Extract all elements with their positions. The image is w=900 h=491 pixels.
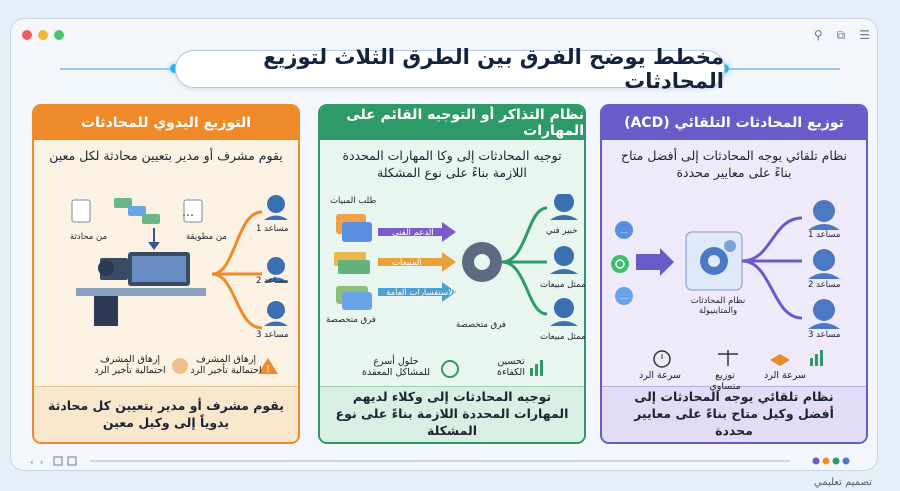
document-icon xyxy=(71,199,203,223)
manual-issue-2: إرهاق المشرف احتمالية تأخير الرد xyxy=(190,354,262,377)
column-skills: نظام التذاكر أو التوجيه القائم على المها… xyxy=(318,104,586,444)
agent-headset-icon xyxy=(264,195,288,326)
title-glow-left xyxy=(170,64,179,73)
manual-agent-2: مساعد 2 xyxy=(256,276,289,286)
skills-request-label: طلب المبيات xyxy=(330,196,377,206)
column-description-manual: يقوم مشرف أو مدير بتعيين محادثة لكل معين xyxy=(49,148,283,163)
skills-agent-1: خبير فني xyxy=(546,226,578,236)
skills-left-label: فرق متخصصة xyxy=(326,315,376,325)
column-footer-acd: نظام تلقائي يوجه المحادثات إلى أفضل وكيل… xyxy=(602,386,866,442)
close-dot[interactable] xyxy=(22,30,32,40)
minimize-dot[interactable] xyxy=(38,30,48,40)
skills-benefit-icons xyxy=(441,360,543,378)
warning-icon: ! xyxy=(258,358,278,375)
chat-bubble-icon: … xyxy=(615,221,633,239)
gear-system-icon xyxy=(685,231,743,291)
acd-agent-1: مساعد 1 xyxy=(808,230,841,240)
acd-benefit-2: توزيع متساوي xyxy=(709,370,741,393)
acd-agent-icon xyxy=(808,200,840,329)
acd-benefit-1: سرعة الرد xyxy=(639,370,681,381)
column-header-skills: نظام التذاكر أو التوجيه القائم على المها… xyxy=(320,106,584,140)
copy-icon[interactable]: ⧉ xyxy=(836,28,846,42)
acd-diagram: … … xyxy=(611,200,840,329)
skills-category-3: الاستفسارات العامة xyxy=(386,288,456,298)
window-controls xyxy=(22,30,64,40)
chat-cards-icon: … xyxy=(114,198,194,224)
skills-category-2: المبيعات xyxy=(392,258,422,268)
credit-text: تصميم تعليمي xyxy=(813,477,872,488)
page-title: مخطط يوضح الفرق بين الطرق الثلاث لتوزيع … xyxy=(263,45,724,93)
column-header-manual: التوزيع اليدوي للمحادثات xyxy=(34,106,298,140)
skills-diagram xyxy=(334,194,578,326)
manual-diagram: … xyxy=(71,195,288,330)
toolbar-icons: ⚲ ⧉ ☰ xyxy=(814,28,870,43)
manual-queue-label-2: من مطويقة xyxy=(186,232,227,242)
manual-issue-1: إرهاق المشرف احتمالية تأخير الرد xyxy=(94,354,166,377)
chart-up-icon xyxy=(810,350,823,366)
skills-category-1: الدعم الفني xyxy=(392,228,434,238)
input-arrows xyxy=(636,248,674,276)
manual-agent-3: مساعد 3 xyxy=(256,330,289,340)
supervisor-desk-icon xyxy=(76,252,206,326)
acd-agent-3: مساعد 3 xyxy=(808,330,841,340)
column-footer-skills: توجيه المحادثات إلى وكلاء لديهم المهارات… xyxy=(320,386,584,442)
svg-text:!: ! xyxy=(266,364,270,375)
color-dots xyxy=(812,457,850,465)
nav-arrows: ‹› xyxy=(30,456,77,468)
manual-routes xyxy=(211,210,263,330)
category-arrows xyxy=(378,222,456,302)
svg-text:‹: ‹ xyxy=(30,458,34,468)
scale-icon xyxy=(718,350,738,366)
acd-agent-2: مساعد 2 xyxy=(808,280,841,290)
svg-text:…: … xyxy=(182,205,194,219)
manual-queue-label-1: من محادثة xyxy=(70,232,108,242)
queue-arrow xyxy=(148,228,160,250)
title-line-right xyxy=(722,68,840,70)
column-footer-manual: يقوم مشرف أو مدير بتعيين كل محادثة يدويا… xyxy=(34,386,298,442)
skills-agent-3: ممثل مبيعات xyxy=(540,332,586,342)
acd-benefit-icons xyxy=(653,350,823,368)
message-icon: … xyxy=(615,287,633,305)
skills-benefit-1: حلول أسرع للمشاكل المعقدة xyxy=(361,356,431,379)
column-description-skills: توجيه المحادثات إلى وكا المهارات المحددة… xyxy=(342,148,562,180)
title-pill: مخطط يوضح الفرق بين الطرق الثلاث لتوزيع … xyxy=(175,45,725,93)
growth-chart-icon xyxy=(530,360,543,376)
menu-icon[interactable]: ☰ xyxy=(859,28,870,42)
svg-text:…: … xyxy=(620,226,628,235)
acd-system-label: نظام المحادثات والمتاينيولة xyxy=(690,296,746,316)
skills-center-label: فرق متخصصة xyxy=(456,320,506,330)
gear-icon xyxy=(462,242,502,282)
manual-issue-icons: ! xyxy=(172,358,278,375)
stopwatch-icon xyxy=(653,350,671,368)
timer-icon xyxy=(441,360,459,378)
skills-agent-2: ممثل مبيعات xyxy=(540,280,586,290)
whatsapp-icon xyxy=(611,255,629,273)
bottom-status-bar: ‹› xyxy=(30,456,850,468)
stressed-supervisor-icon xyxy=(172,358,188,374)
svg-text:…: … xyxy=(620,292,628,301)
search-icon[interactable]: ⚲ xyxy=(813,28,823,42)
specialist-agent-icon xyxy=(550,194,578,326)
acd-benefit-3: سرعة الرد xyxy=(764,370,806,381)
maximize-dot[interactable] xyxy=(54,30,64,40)
svg-text:›: › xyxy=(40,458,44,468)
skills-benefit-2: تحسين الكفاءة xyxy=(497,356,525,379)
title-line-left xyxy=(60,68,178,70)
column-header-acd: توزيع المحادثات التلقائي (ACD) xyxy=(602,106,866,140)
handshake-icon xyxy=(770,354,790,366)
acd-routes xyxy=(741,216,803,320)
column-description-acd: نظام تلقائي يوجه المحادثات إلى أفضل متاح… xyxy=(621,148,847,180)
manual-agent-1: مساعد 1 xyxy=(256,224,289,234)
ticket-stack-icon xyxy=(334,214,372,310)
skills-routes xyxy=(501,206,548,316)
